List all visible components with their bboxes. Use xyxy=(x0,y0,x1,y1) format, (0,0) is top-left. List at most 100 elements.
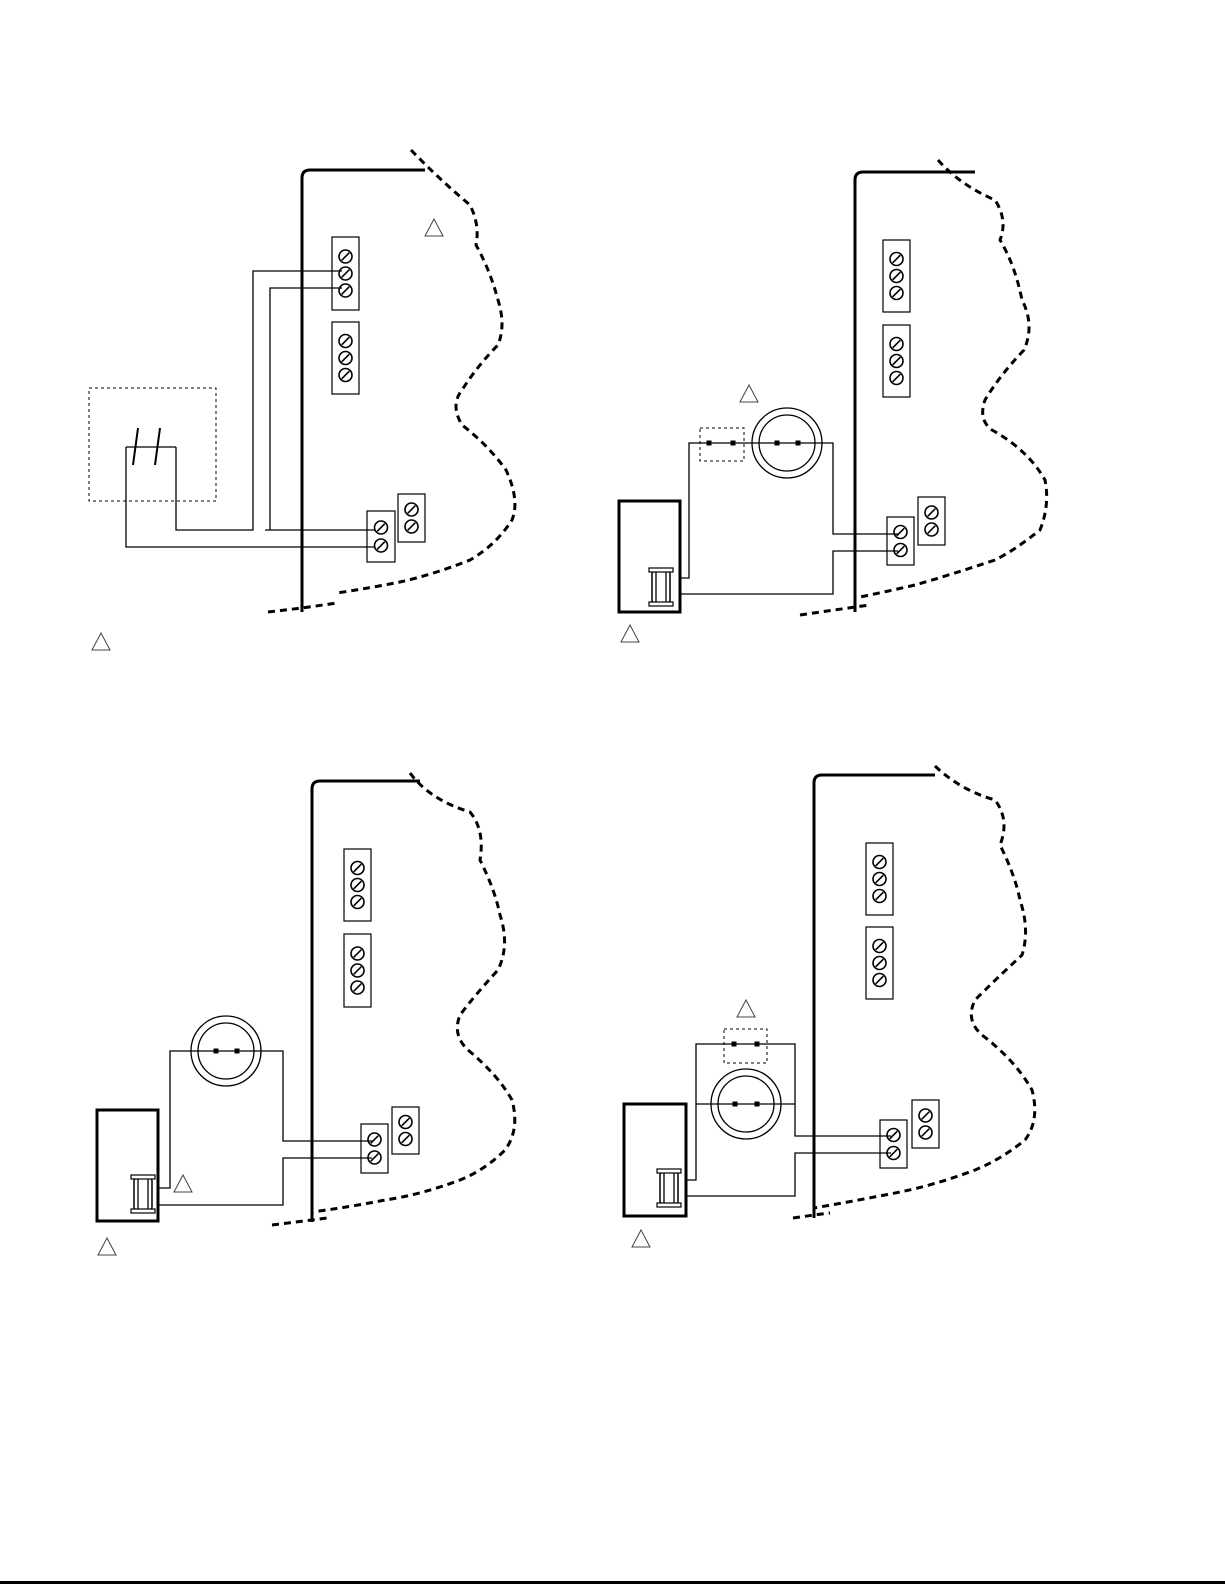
terminal-screw xyxy=(890,270,903,283)
terminal-screw xyxy=(351,879,364,892)
terminal-screw xyxy=(890,355,903,368)
control-panel-edge xyxy=(793,766,1035,1218)
terminal-screw xyxy=(925,523,938,536)
panel-wall xyxy=(302,170,425,612)
terminal-strip-middle xyxy=(332,322,359,394)
wire-connector-dot xyxy=(733,1102,738,1107)
coil-cap xyxy=(131,1175,155,1179)
terminal-screw xyxy=(339,250,352,263)
wire xyxy=(270,288,342,530)
terminal-block xyxy=(880,1120,907,1168)
terminal-screw xyxy=(873,957,886,970)
diagram-bottom-right xyxy=(624,766,1035,1247)
terminal-screw xyxy=(890,338,903,351)
relay-coil xyxy=(131,1175,155,1213)
terminal-block xyxy=(398,494,425,542)
terminal-screw xyxy=(919,1126,932,1139)
wire-connector-dot xyxy=(755,1042,760,1047)
page-footer-rule xyxy=(0,1581,1225,1584)
panel-floor-break-line xyxy=(793,1213,830,1218)
note-marker-triangle xyxy=(740,385,758,402)
terminal-screw xyxy=(375,521,388,534)
terminal-block xyxy=(361,1124,388,1173)
terminal-screw xyxy=(873,873,886,886)
coil-cap xyxy=(649,602,673,606)
note-marker-triangle xyxy=(737,1000,755,1017)
diagram-top-right xyxy=(619,160,1047,642)
wire-connector-dot xyxy=(731,441,736,446)
note-marker-triangle xyxy=(425,219,443,236)
terminal-strip-right xyxy=(398,494,425,542)
note-marker-triangle xyxy=(632,1230,650,1247)
wire-connector-dot xyxy=(796,441,801,446)
terminal-screw xyxy=(887,1129,900,1142)
terminal-block xyxy=(912,1100,939,1148)
wire xyxy=(126,447,374,547)
terminal-screw xyxy=(339,335,352,348)
limit-switch-contacts xyxy=(126,428,176,465)
note-marker-triangle xyxy=(98,1238,116,1255)
limit-switch-enclosure xyxy=(89,388,216,501)
terminal-strip-lower xyxy=(880,1120,907,1168)
terminal-strip-lower xyxy=(361,1124,388,1173)
terminal-screw xyxy=(919,1109,932,1122)
wire-connector-dot xyxy=(732,1042,737,1047)
wire xyxy=(158,1158,372,1205)
relay-box xyxy=(624,1104,686,1216)
wire-connector-dot xyxy=(707,441,712,446)
terminal-strip-upper xyxy=(883,240,910,312)
coil-body xyxy=(652,571,670,603)
relay-box xyxy=(97,1110,158,1221)
relay-enclosure xyxy=(619,501,680,612)
terminal-screw xyxy=(894,526,907,539)
terminal-screw xyxy=(351,896,364,909)
relay-box xyxy=(619,501,680,612)
diagram-bottom-left xyxy=(97,773,515,1255)
terminal-screw xyxy=(873,890,886,903)
terminal-screw xyxy=(351,862,364,875)
terminal-screw xyxy=(339,369,352,382)
terminal-screw xyxy=(351,981,364,994)
terminal-block xyxy=(887,517,914,565)
terminal-block xyxy=(392,1107,419,1154)
terminal-screw xyxy=(339,352,352,365)
panel-break-line xyxy=(337,150,515,593)
terminal-strip-lower xyxy=(887,517,914,565)
wire-connector-dot xyxy=(235,1049,240,1054)
terminal-strip-middle xyxy=(866,927,893,999)
wire xyxy=(686,1153,891,1196)
terminal-strip-upper xyxy=(344,849,371,921)
wire xyxy=(680,551,898,594)
terminal-screw xyxy=(890,372,903,385)
terminal-screw xyxy=(405,503,418,516)
terminal-screw xyxy=(368,1133,381,1146)
terminal-screw xyxy=(873,940,886,953)
terminal-strip-upper xyxy=(866,843,893,915)
panel-floor-break-line xyxy=(800,605,870,615)
terminal-screw xyxy=(399,1116,412,1129)
note-marker-triangle xyxy=(174,1175,192,1192)
wire xyxy=(176,271,342,530)
terminal-screw xyxy=(399,1133,412,1146)
terminal-block xyxy=(918,497,945,545)
terminal-screw xyxy=(339,267,352,280)
terminal-strip-middle xyxy=(344,934,371,1007)
wire-connector-dot xyxy=(214,1049,219,1054)
control-panel-edge xyxy=(272,773,515,1225)
relay-coil xyxy=(657,1169,681,1207)
terminal-screw xyxy=(925,506,938,519)
terminal-screw xyxy=(873,974,886,987)
coil-cap xyxy=(657,1169,681,1173)
terminal-strip-right xyxy=(392,1107,419,1154)
external-fuse-enclosure xyxy=(724,1029,767,1063)
terminal-screw xyxy=(405,520,418,533)
terminal-screw xyxy=(375,539,388,552)
note-marker-triangle xyxy=(621,625,639,642)
control-panel-edge xyxy=(800,160,1047,615)
terminal-strip-middle xyxy=(883,325,910,397)
terminal-block xyxy=(367,511,395,562)
terminal-screw xyxy=(890,287,903,300)
relay-coil xyxy=(649,568,673,606)
coil-cap xyxy=(649,568,673,572)
